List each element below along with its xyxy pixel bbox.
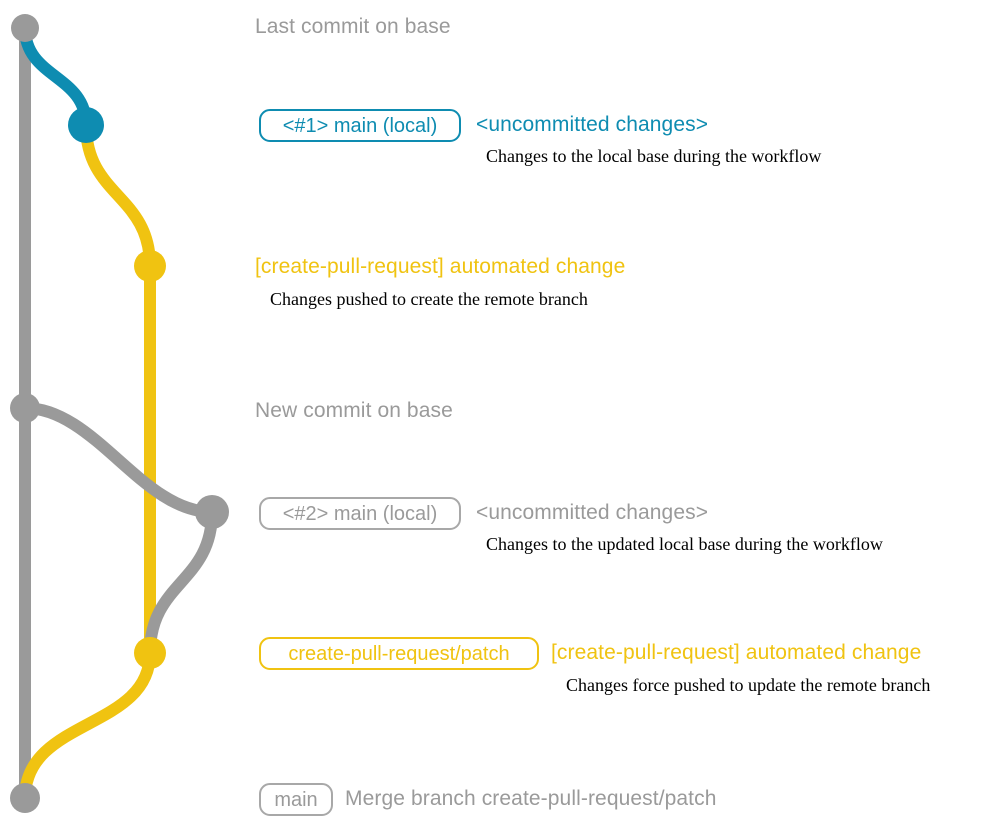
badge-create-pull-request-patch[interactable]: create-pull-request/patch [259,637,539,670]
headline-last-commit-on-base: Last commit on base [255,15,451,38]
patch-merge-in-path [144,506,218,659]
subline-updated-local-base-changes: Changes to the updated local base during… [486,534,883,554]
local-commit-2[interactable] [195,495,229,529]
patch-commit-1[interactable] [134,250,166,282]
badge-main-local-2[interactable]: <#2> main (local) [259,497,461,530]
patch-commit-2[interactable] [134,637,166,669]
patch-branch-path-1 [80,119,156,659]
local-branch-path-2 [19,402,218,518]
patch-merge-out-path [19,647,156,804]
headline-uncommitted-changes-1: <uncommitted changes> [476,113,709,136]
badge-main[interactable]: main [259,783,333,816]
subline-local-base-changes: Changes to the local base during the wor… [486,146,822,166]
base-commit-merge[interactable] [10,783,40,813]
badge-main-label: main [274,788,318,811]
headline-automated-change-1: [create-pull-request] automated change [255,255,626,278]
subline-pushed-create-remote-branch: Changes pushed to create the remote bran… [270,289,588,309]
subline-force-pushed-update-remote-branch: Changes force pushed to update the remot… [566,675,931,695]
base-commit-top[interactable] [11,14,39,42]
local-commit-1[interactable] [68,107,104,143]
badge-create-pull-request-patch-label: create-pull-request/patch [288,642,510,665]
headline-new-commit-on-base: New commit on base [255,399,453,422]
headline-merge-branch: Merge branch create-pull-request/patch [345,787,717,810]
headline-uncommitted-changes-2: <uncommitted changes> [476,501,709,524]
badge-main-local-1-label: <#1> main (local) [282,114,438,137]
badge-main-local-1[interactable]: <#1> main (local) [259,109,461,142]
base-commit-new[interactable] [10,393,40,423]
badge-main-local-2-label: <#2> main (local) [282,502,438,525]
headline-automated-change-2: [create-pull-request] automated change [551,641,922,664]
